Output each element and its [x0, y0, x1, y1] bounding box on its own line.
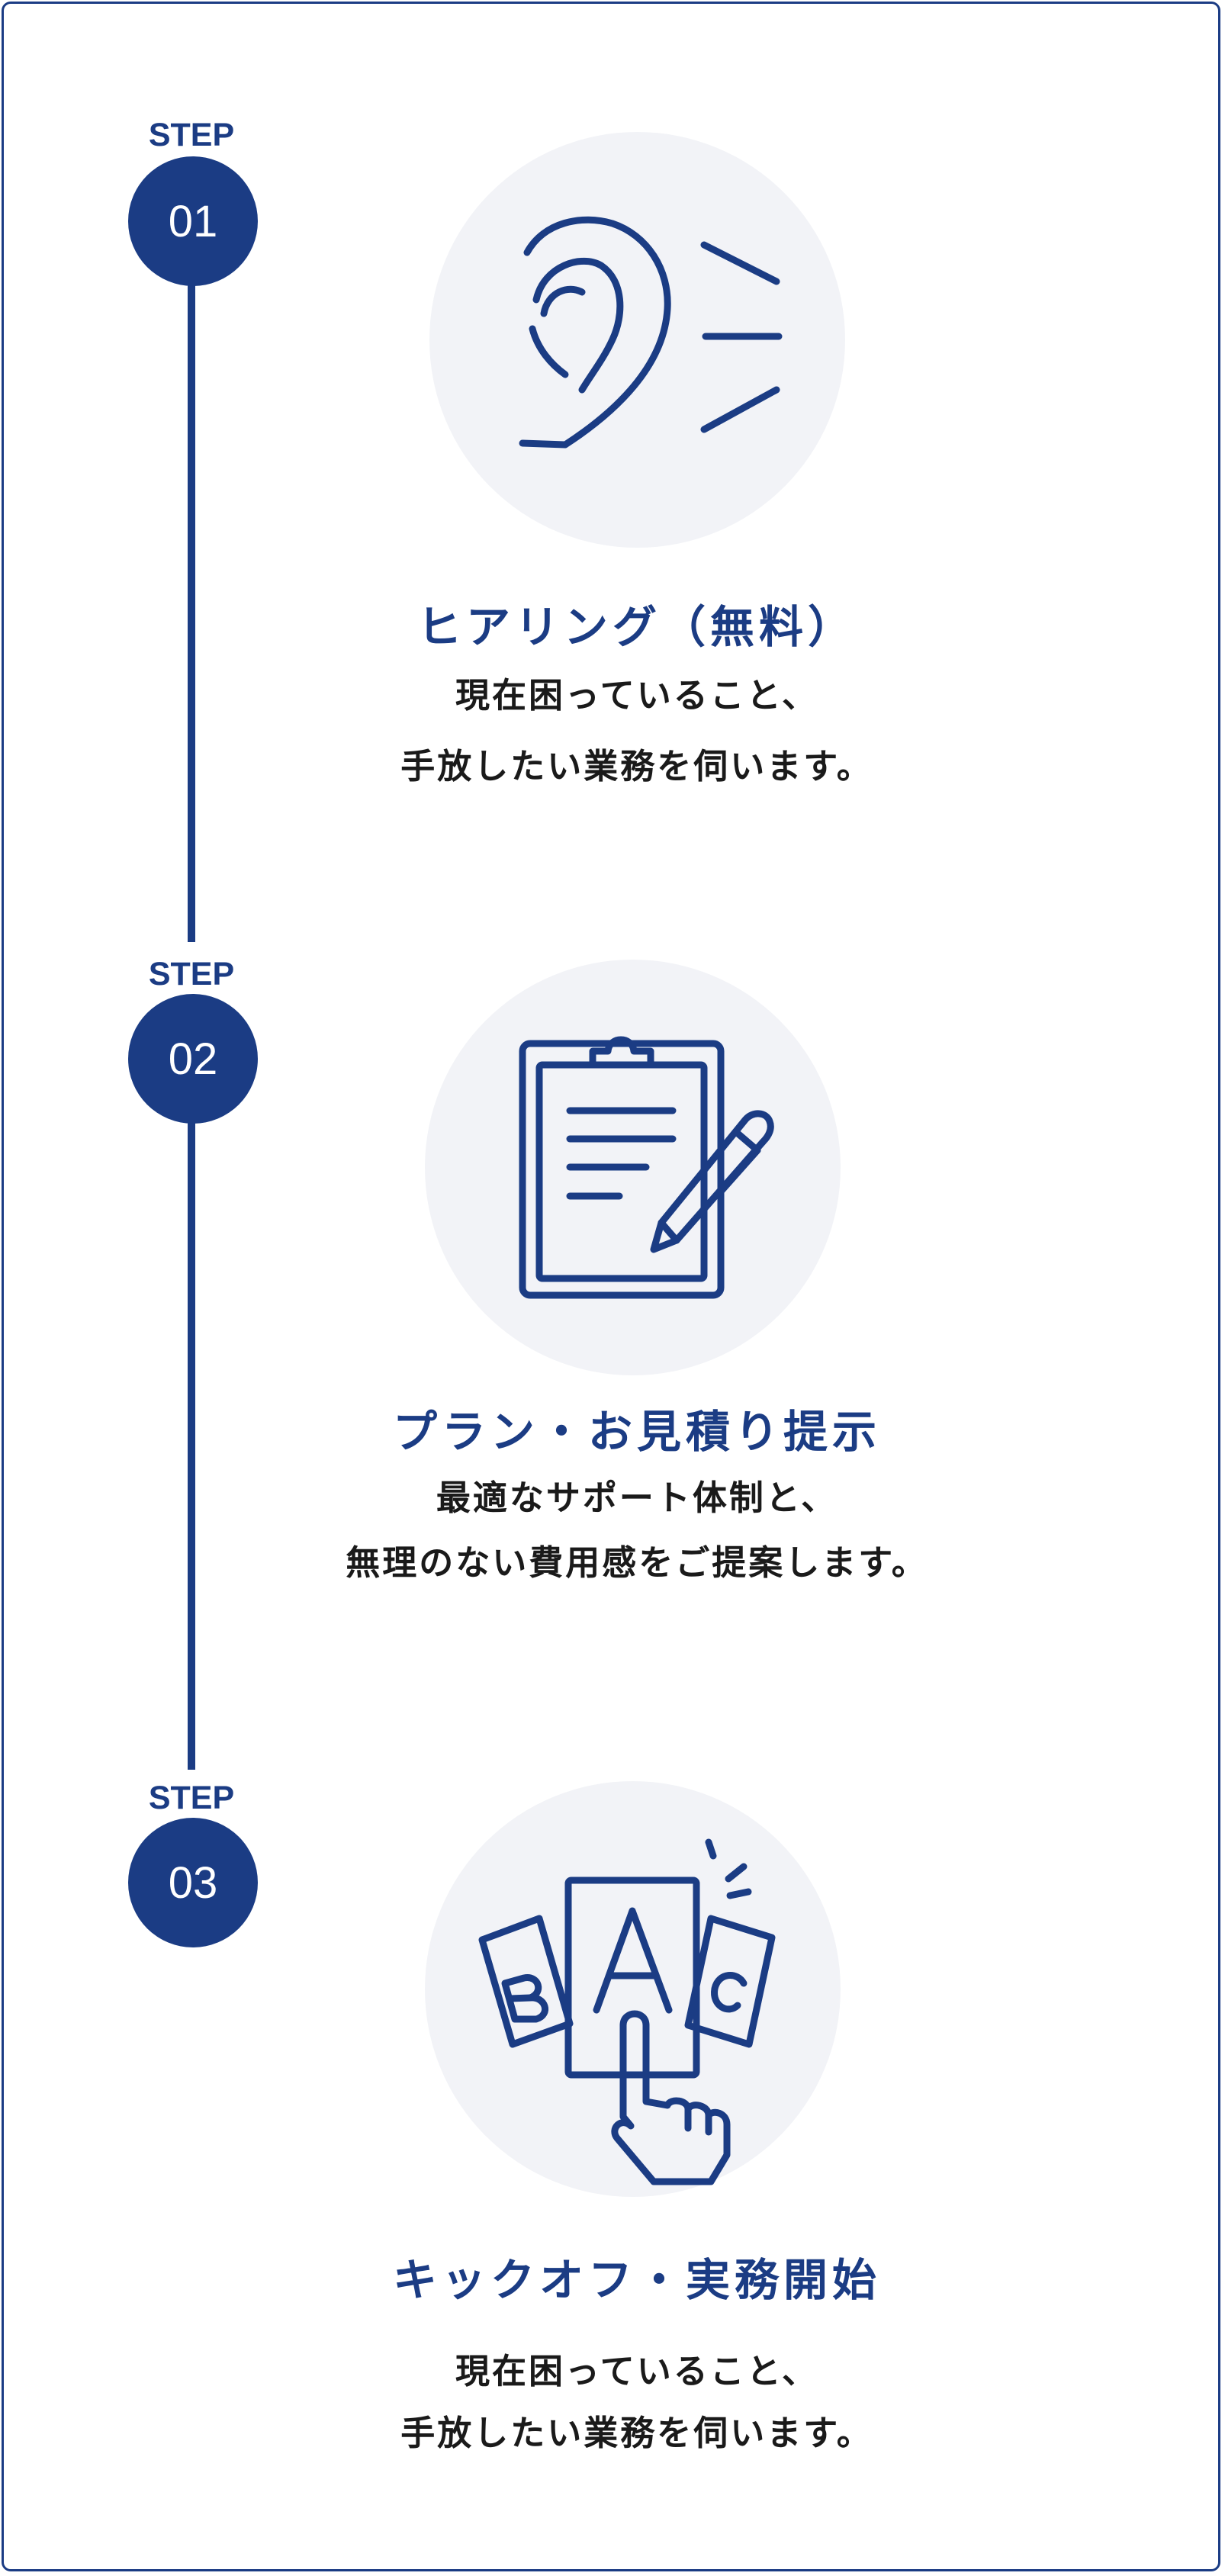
step-number-badge-1: 01 — [128, 156, 258, 286]
step-desc-2-line1: 最適なサポート体制と、 — [436, 1478, 838, 1518]
step-label-2: STEP — [148, 956, 235, 992]
timeline-line-1-2 — [188, 278, 195, 942]
step-number-badge-2: 02 — [128, 994, 258, 1124]
ear-listening-icon — [519, 216, 783, 449]
step-desc-3-line1: 現在困っていること、 — [455, 2351, 818, 2391]
step-label-3: STEP — [148, 1780, 235, 1816]
step-title-2: プラン・お見積り提示 — [392, 1406, 881, 1458]
step-icon-circle-1 — [429, 132, 845, 548]
step-title-3: キックオフ・実務開始 — [392, 2254, 881, 2306]
step-icon-circle-3 — [425, 1781, 841, 2197]
timeline-line-2-3 — [188, 1118, 195, 1770]
step-desc-1-line1: 現在困っていること、 — [455, 675, 818, 716]
step-number-badge-3: 03 — [128, 1818, 258, 1947]
step-label-1: STEP — [148, 117, 235, 153]
step-desc-2-line2: 無理のない費用感をご提案します。 — [346, 1542, 928, 1583]
step-title-1: ヒアリング（無料） — [416, 601, 857, 653]
step-icon-circle-2 — [425, 960, 841, 1375]
abc-card-select-icon — [478, 1838, 776, 2185]
step-desc-3-line2: 手放したい業務を伺います。 — [400, 2413, 873, 2453]
clipboard-pen-icon — [519, 1036, 774, 1299]
step-desc-1-line2: 手放したい業務を伺います。 — [400, 746, 873, 786]
